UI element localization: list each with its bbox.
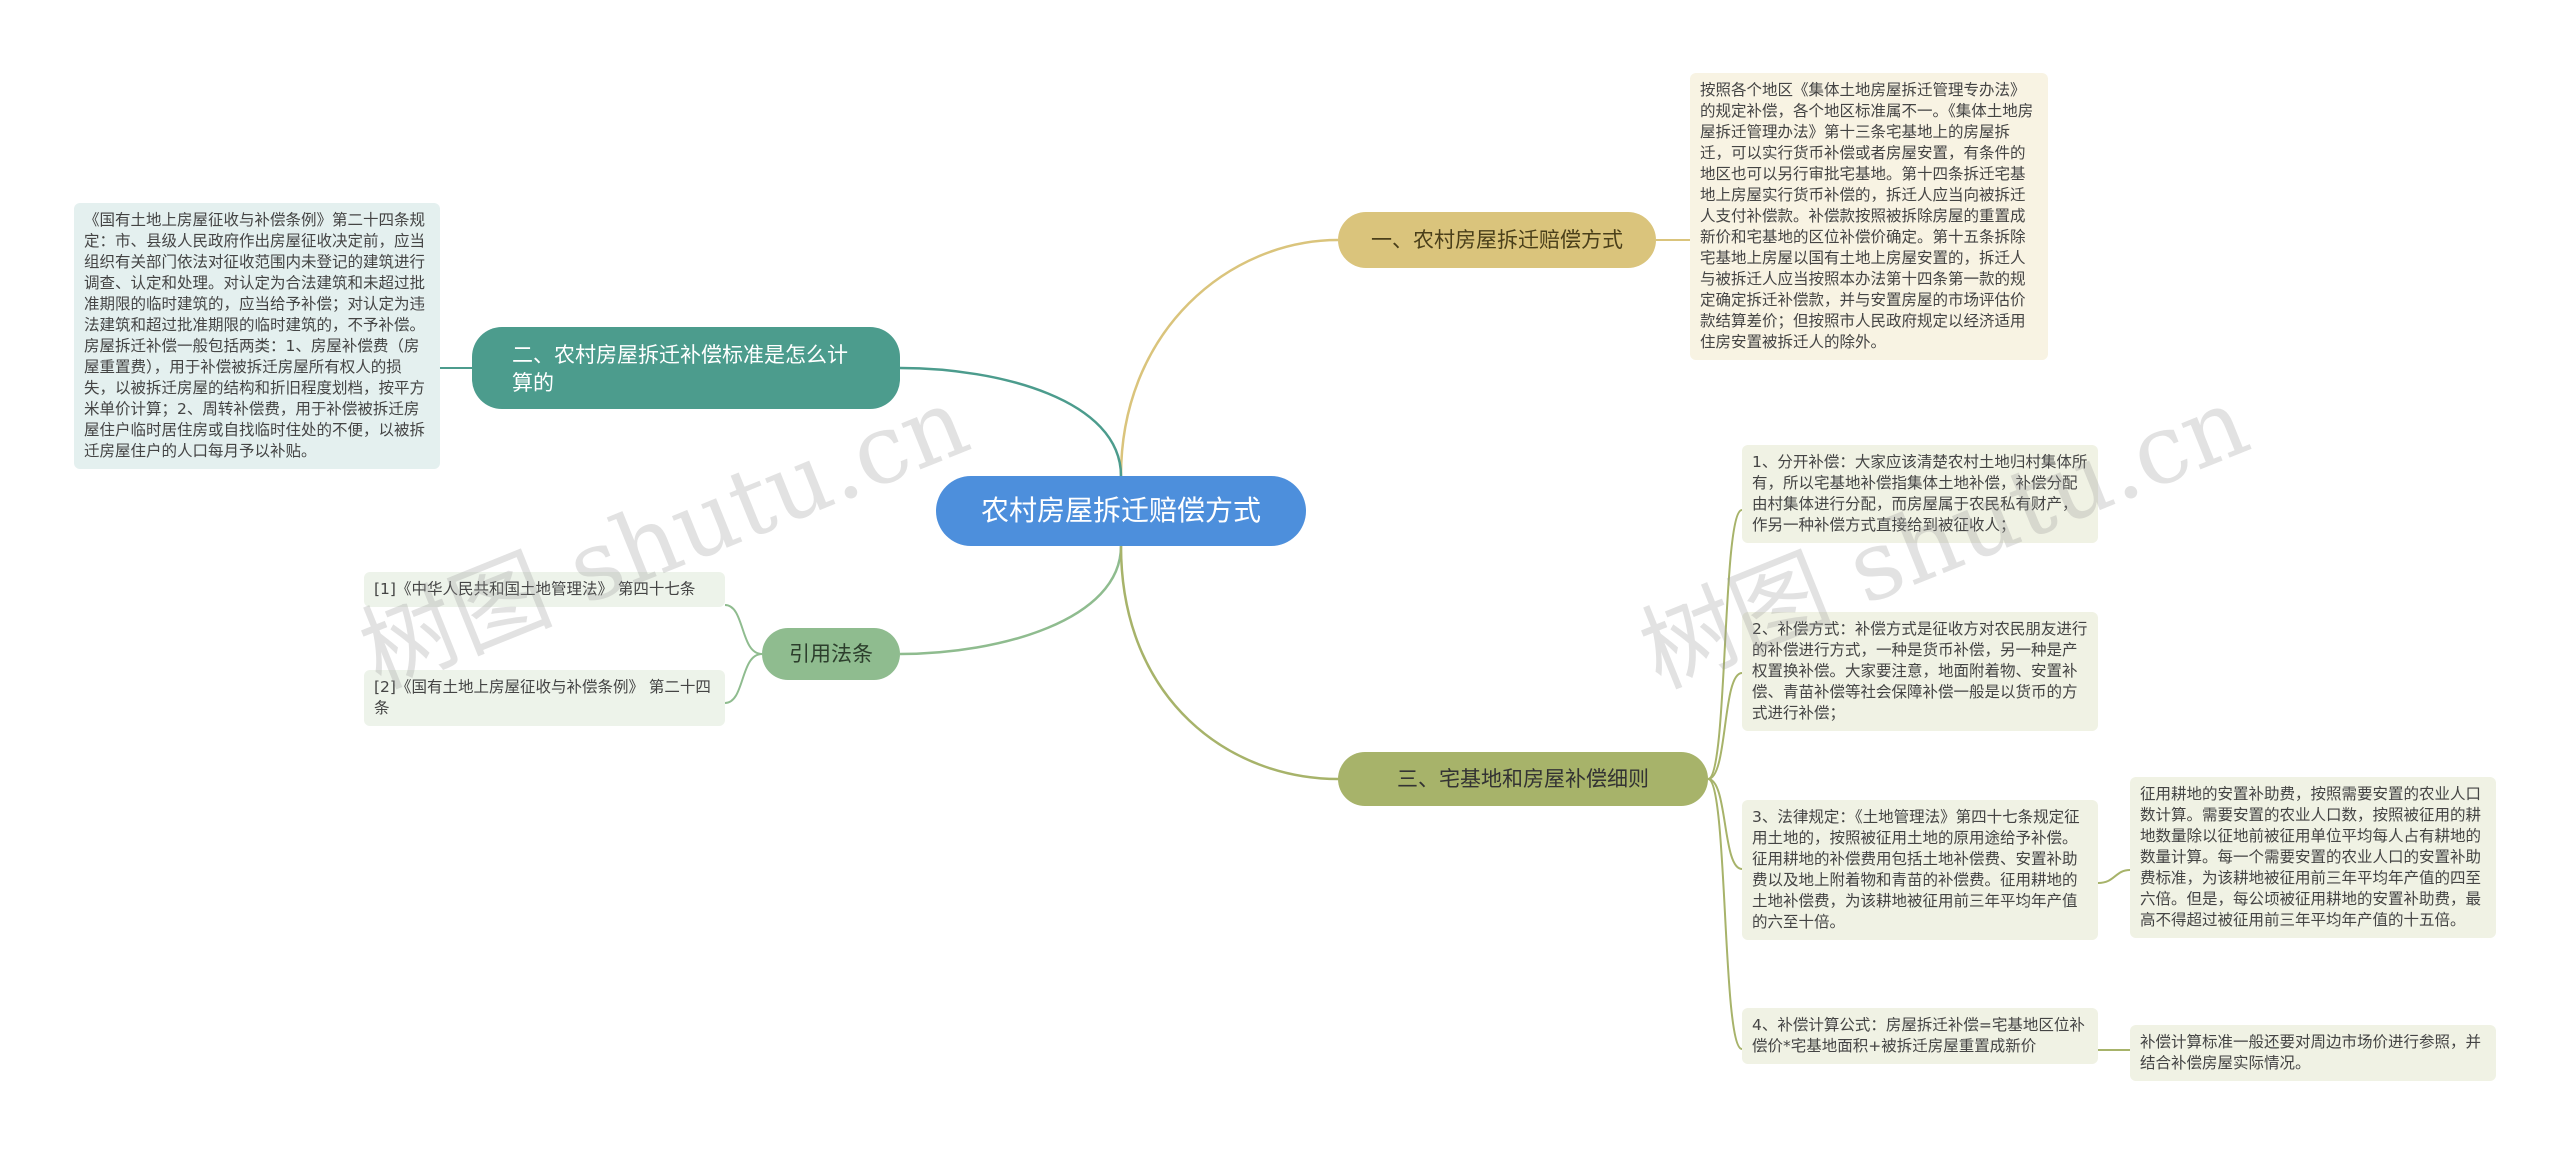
leaf-market-reference[interactable]: 补偿计算标准一般还要对周边市场价进行参照，并结合补偿房屋实际情况。: [2130, 1025, 2496, 1081]
leaf-formula[interactable]: 4、补偿计算公式：房屋拆迁补偿=宅基地区位补偿价*宅基地面积+被拆迁房屋重置成新…: [1742, 1008, 2098, 1064]
leaf-law-1[interactable]: [1]《中华人民共和国土地管理法》 第四十七条: [364, 572, 725, 607]
leaf-law-2[interactable]: [2]《国有土地上房屋征收与补偿条例》 第二十四条: [364, 670, 725, 726]
branch-cited-laws[interactable]: 引用法条: [762, 628, 900, 680]
branch-compensation-methods[interactable]: 一、农村房屋拆迁赔偿方式: [1338, 212, 1656, 268]
central-topic[interactable]: 农村房屋拆迁赔偿方式: [936, 476, 1306, 546]
leaf-resettlement-subsidy[interactable]: 征用耕地的安置补助费，按照需要安置的农业人口数计算。需要安置的农业人口数，按照被…: [2130, 777, 2496, 938]
branch-compensation-standard[interactable]: 二、农村房屋拆迁补偿标准是怎么计算的: [472, 327, 900, 409]
branch-homestead-details[interactable]: 三、宅基地和房屋补偿细则: [1338, 752, 1708, 806]
leaf-standard-detail[interactable]: 《国有土地上房屋征收与补偿条例》第二十四条规定：市、县级人民政府作出房屋征收决定…: [74, 203, 440, 469]
leaf-compensation-method[interactable]: 2、补偿方式：补偿方式是征收方对农民朋友进行的补偿进行方式，一种是货币补偿，另一…: [1742, 612, 2098, 731]
leaf-methods-detail[interactable]: 按照各个地区《集体土地房屋拆迁管理专办法》的规定补偿，各个地区标准属不一。《集体…: [1690, 73, 2048, 360]
leaf-separate-compensation[interactable]: 1、分开补偿：大家应该清楚农村土地归村集体所有，所以宅基地补偿指集体土地补偿，补…: [1742, 445, 2098, 543]
leaf-legal-provision[interactable]: 3、法律规定：《土地管理法》第四十七条规定征用土地的，按照被征用土地的原用途给予…: [1742, 800, 2098, 940]
